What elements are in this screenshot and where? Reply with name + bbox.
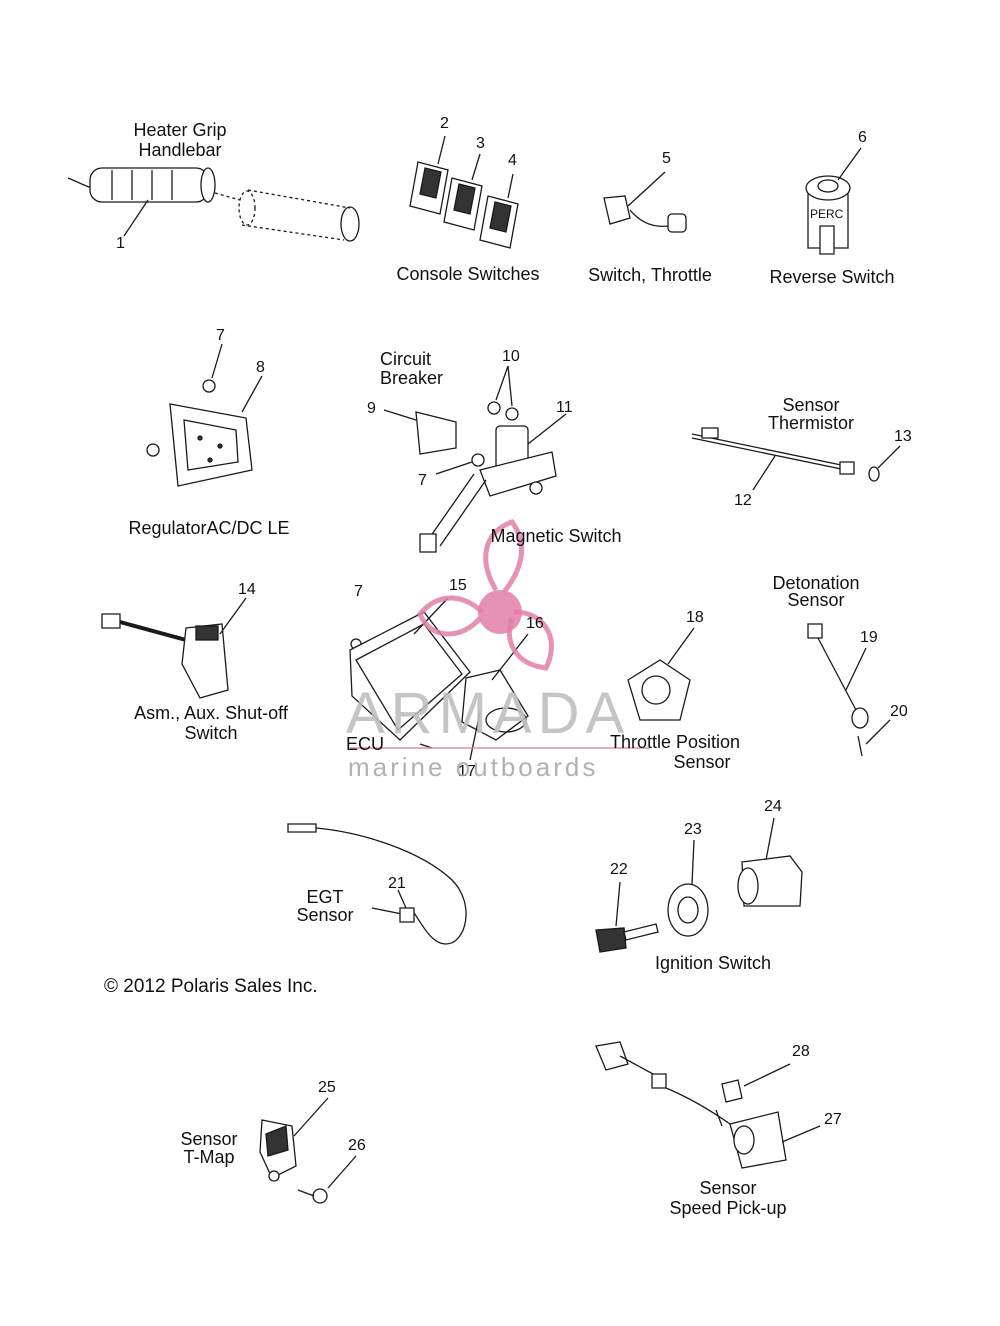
switch-throttle-label: Switch, Throttle bbox=[588, 265, 712, 285]
callout-7-magnetic: 7 bbox=[418, 472, 427, 489]
callout-24: 24 bbox=[764, 798, 782, 815]
watermark-brand: ARMADA bbox=[346, 681, 631, 746]
callout-25: 25 bbox=[318, 1079, 336, 1096]
egt-line1: EGT bbox=[306, 887, 344, 907]
callout-26: 26 bbox=[348, 1137, 366, 1154]
regulator-part bbox=[147, 344, 262, 486]
callout-7-regulator: 7 bbox=[216, 327, 225, 344]
shutoff-switch-part bbox=[102, 598, 246, 698]
callout-8: 8 bbox=[256, 359, 265, 376]
sensor-thermistor-line1: Sensor bbox=[782, 395, 840, 415]
heater-grip-label: Heater Grip Handlebar bbox=[120, 120, 240, 160]
magnetic-switch-part bbox=[384, 366, 566, 552]
callout-17: 17 bbox=[458, 763, 476, 780]
reverse-switch-label: Reverse Switch bbox=[769, 267, 895, 287]
ignition-switch-label: Ignition Switch bbox=[654, 953, 772, 973]
callout-22: 22 bbox=[610, 861, 628, 878]
egt-line2: Sensor bbox=[296, 905, 354, 925]
egt-sensor-label: EGT Sensor bbox=[288, 888, 362, 924]
tmap-sensor-part bbox=[260, 1098, 356, 1203]
throttle-position-line2: Sensor bbox=[673, 752, 731, 772]
shutoff-switch-label: Asm., Aux. Shut-off Switch bbox=[116, 703, 306, 743]
callout-15: 15 bbox=[449, 577, 467, 594]
callout-13: 13 bbox=[894, 428, 912, 445]
ignition-switch-part bbox=[596, 818, 802, 952]
detonation-line2: Sensor bbox=[787, 590, 845, 610]
callout-18: 18 bbox=[686, 609, 704, 626]
throttle-position-part bbox=[628, 628, 694, 720]
speed-pickup-line1: Sensor bbox=[699, 1178, 757, 1198]
callout-23: 23 bbox=[684, 821, 702, 838]
callout-19: 19 bbox=[860, 629, 878, 646]
heater-grip-line1: Heater Grip bbox=[133, 120, 227, 140]
detonation-line1: Detonation bbox=[772, 573, 860, 593]
shutoff-line1: Asm., Aux. Shut-off bbox=[134, 703, 288, 723]
reverse-switch-part bbox=[806, 148, 861, 254]
callout-1: 1 bbox=[116, 235, 125, 252]
callout-5: 5 bbox=[662, 150, 671, 167]
callout-10: 10 bbox=[502, 348, 520, 365]
tmap-sensor-label: Sensor T-Map bbox=[172, 1130, 246, 1166]
copyright-notice: © 2012 Polaris Sales Inc. bbox=[104, 976, 318, 997]
circuit-breaker-line2: Breaker bbox=[380, 368, 444, 388]
callout-6: 6 bbox=[858, 129, 867, 146]
ecu-part bbox=[350, 598, 528, 760]
console-switches-label: Console Switches bbox=[396, 264, 540, 284]
regulator-label: RegulatorAC/DC LE bbox=[128, 518, 290, 538]
tmap-line2: T-Map bbox=[183, 1147, 235, 1167]
callout-21: 21 bbox=[388, 875, 406, 892]
console-switches-part bbox=[410, 136, 518, 248]
perc-marking: PERC bbox=[810, 207, 844, 221]
speed-pickup-label: Sensor Speed Pick-up bbox=[658, 1178, 798, 1218]
callout-14: 14 bbox=[238, 581, 256, 598]
speed-pickup-part bbox=[596, 1042, 820, 1168]
throttle-position-label: Throttle Position Sensor bbox=[600, 732, 750, 772]
speed-pickup-line2: Speed Pick-up bbox=[669, 1198, 787, 1218]
thermistor-part bbox=[692, 428, 900, 490]
callout-2: 2 bbox=[440, 115, 449, 132]
magnetic-switch-label: Magnetic Switch bbox=[490, 526, 622, 546]
heater-grip-part bbox=[68, 168, 359, 241]
callout-20: 20 bbox=[890, 703, 908, 720]
callout-11: 11 bbox=[556, 399, 573, 416]
callout-27: 27 bbox=[824, 1111, 842, 1128]
callout-16: 16 bbox=[526, 615, 544, 632]
circuit-breaker-label: Circuit Breaker bbox=[380, 350, 456, 388]
egt-sensor-part bbox=[288, 824, 466, 944]
tmap-line1: Sensor bbox=[180, 1129, 238, 1149]
callout-7-ecu: 7 bbox=[354, 583, 363, 600]
callout-4: 4 bbox=[508, 152, 517, 169]
ecu-label: ECU bbox=[346, 734, 385, 754]
sensor-thermistor-label: Sensor Thermistor bbox=[756, 396, 866, 432]
detonation-sensor-part bbox=[808, 624, 890, 756]
callout-9: 9 bbox=[367, 400, 376, 417]
sensor-thermistor-line2: Thermistor bbox=[767, 413, 854, 433]
circuit-breaker-line1: Circuit bbox=[380, 349, 432, 369]
detonation-sensor-label: Detonation Sensor bbox=[760, 573, 872, 610]
watermark-sub: marine outboards bbox=[348, 752, 599, 782]
callout-3: 3 bbox=[476, 135, 485, 152]
heater-grip-line2: Handlebar bbox=[138, 140, 222, 160]
throttle-position-line1: Throttle Position bbox=[609, 732, 741, 752]
shutoff-line2: Switch bbox=[184, 723, 238, 743]
callout-12: 12 bbox=[734, 492, 752, 509]
callout-28: 28 bbox=[792, 1043, 810, 1060]
throttle-switch-part bbox=[604, 172, 686, 232]
